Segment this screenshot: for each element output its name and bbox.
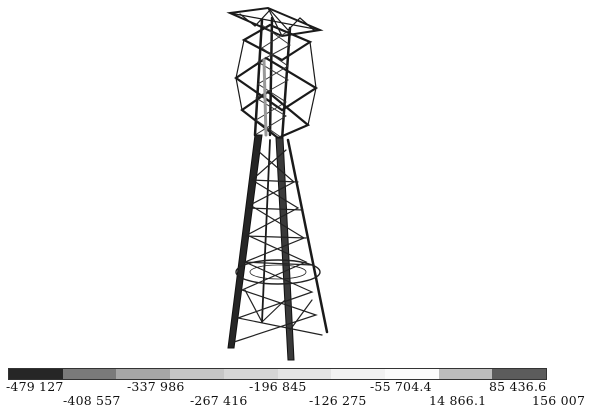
legend-label: -408 557 [63,393,121,408]
legend-swatch [62,369,117,379]
legend-label: -337 986 [127,379,185,394]
legend-swatch [223,369,278,379]
tower-top-crossarm [226,6,324,38]
legend-swatch [170,369,224,379]
tower-upper-bracing [254,24,291,139]
legend-label: 85 436.6 [489,379,547,394]
legend-swatch [116,369,171,379]
legend-label: -267 416 [190,393,248,408]
legend-swatch [331,369,385,379]
legend-swatch [384,369,439,379]
tower-main-legs [227,134,329,361]
legend-swatch [9,369,63,379]
tower-lower-bracing [233,149,323,343]
legend-swatch [277,369,332,379]
legend-swatch [438,369,493,379]
legend-label: -126 275 [309,393,367,408]
tower-crossarms [234,23,319,140]
legend-label: -479 127 [6,379,64,394]
legend-label: -196 845 [249,379,307,394]
legend-label: -55 704.4 [370,379,432,394]
transmission-tower-model [226,6,329,361]
legend-label: 14 866.1 [429,393,487,408]
legend-swatch [492,369,547,379]
legend-label: 156 007 [532,393,586,408]
contour-legend-bar [8,368,547,380]
